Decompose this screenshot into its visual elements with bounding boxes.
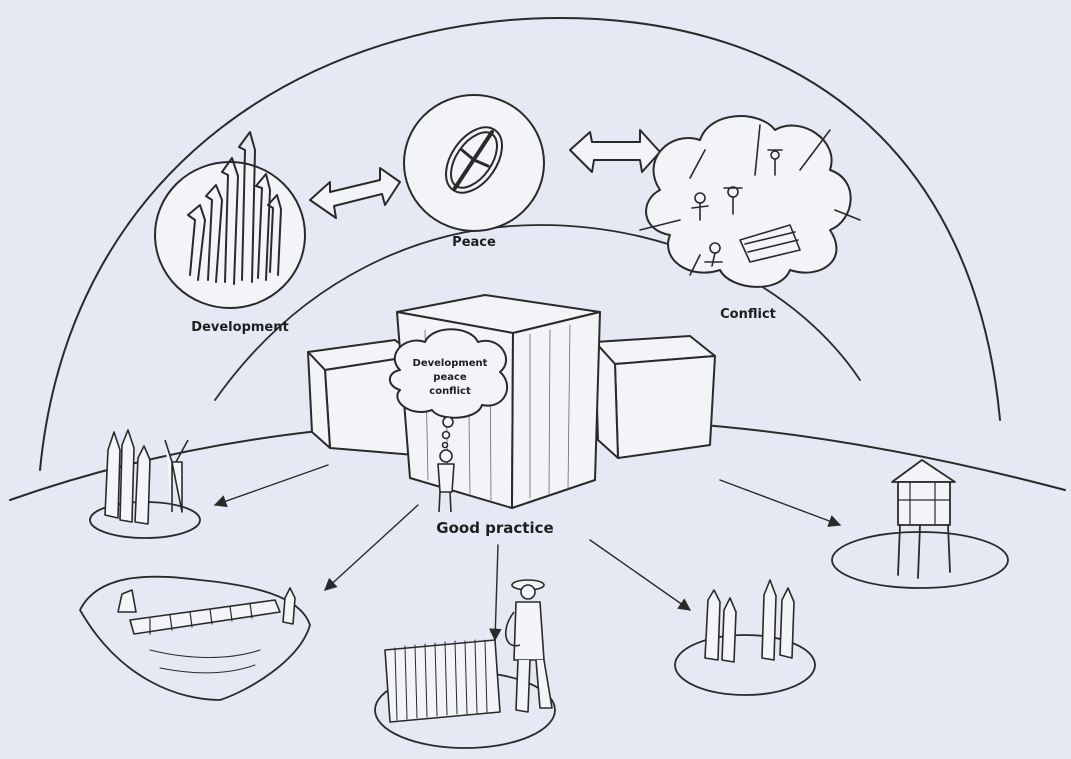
- bridge-scene: [80, 577, 310, 700]
- conflict-cloud: [640, 116, 860, 287]
- double-arrow-development-peace: [310, 168, 400, 218]
- development-label: Development: [191, 320, 288, 335]
- crop-field-scene: [375, 580, 555, 748]
- good-practice-label: Good practice: [436, 519, 553, 537]
- thought-text-line3: conflict: [429, 386, 471, 397]
- house-scene: [832, 460, 1008, 588]
- right-box: [595, 336, 715, 458]
- development-circle: [155, 132, 305, 308]
- double-arrow-peace-conflict: [570, 130, 660, 172]
- people-circle-scene: [675, 580, 815, 695]
- thought-text-line1: Development: [413, 358, 488, 369]
- conflict-label: Conflict: [720, 307, 776, 322]
- peace-label: Peace: [452, 235, 496, 250]
- peace-circle: [404, 95, 544, 231]
- thought-text-line2: peace: [433, 372, 467, 383]
- people-group-scene: [90, 430, 200, 538]
- thinking-person: [438, 450, 454, 512]
